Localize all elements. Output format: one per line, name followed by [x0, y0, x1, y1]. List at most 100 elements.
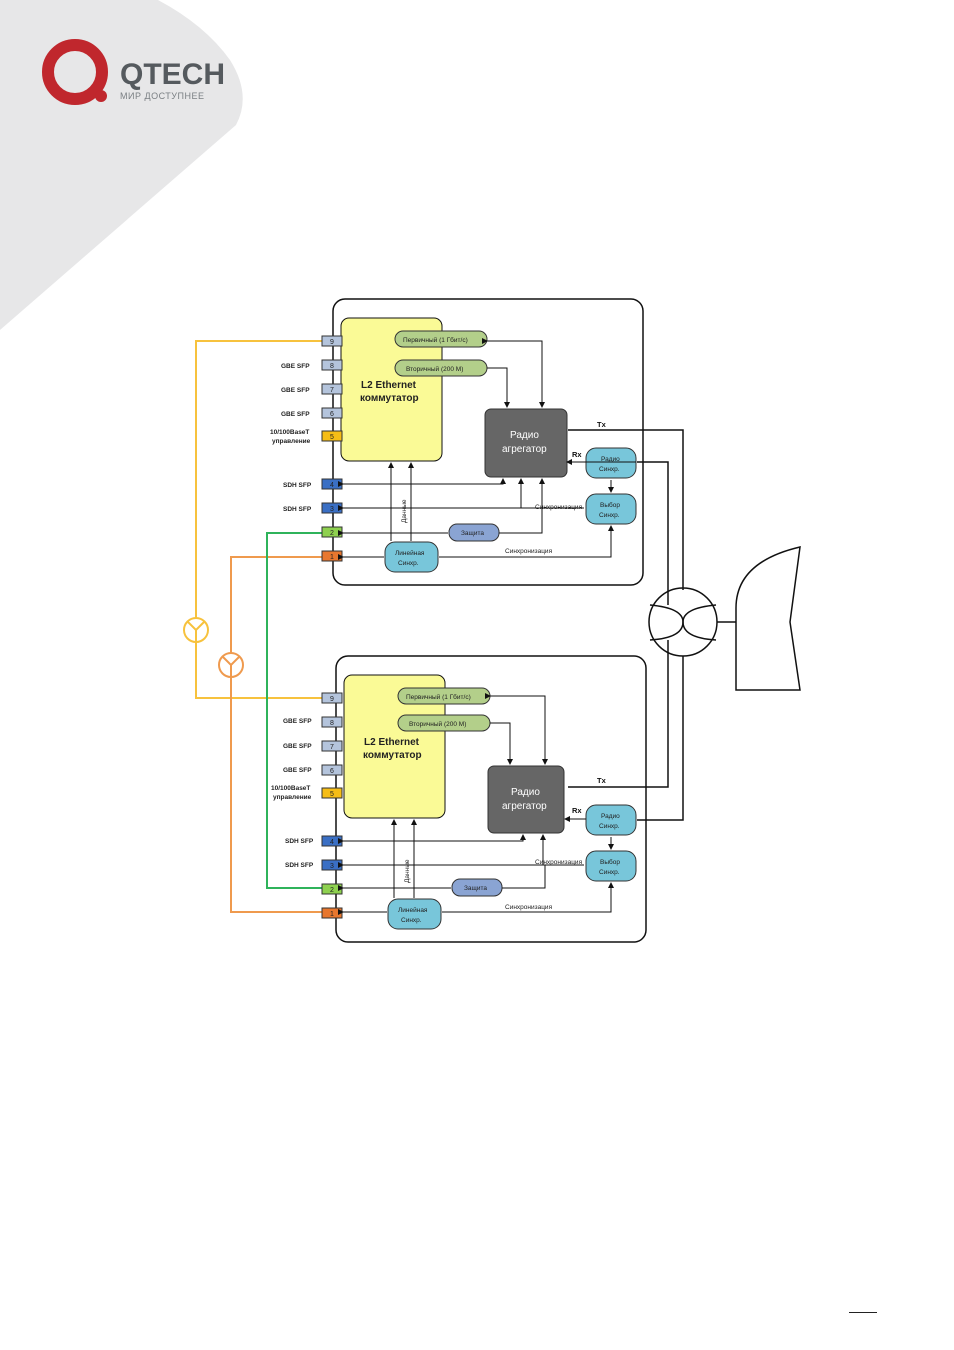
gbe-sfp-label: GBE SFP: [281, 387, 310, 394]
ports: 9 8 7 6 5 4 3 2 1: [321, 692, 343, 919]
primary-label: Первичный (1 Гбит/с): [403, 336, 468, 344]
mgmt-label-2: управление: [273, 794, 312, 801]
port-6: [321, 764, 343, 776]
unit-frame: [335, 655, 647, 943]
radio-sync: [585, 804, 637, 836]
select-sync-label-2: Синхр.: [599, 512, 620, 519]
line-sync-label-2: Синхр.: [401, 917, 422, 924]
aggregator-label-2: агрегатор: [502, 444, 547, 455]
aggregator-label: Радио: [511, 787, 540, 798]
switch-label: L2 Ethernet: [361, 380, 417, 391]
primary-label: Первичный (1 Гбит/с): [406, 693, 471, 701]
port-9: [321, 335, 343, 347]
sync-label: Синхронизация: [535, 859, 583, 866]
antenna-icon: [735, 546, 801, 691]
switch-label-2: коммутатор: [363, 750, 422, 761]
radio-aggregator: [484, 408, 568, 478]
line-sync: [384, 541, 439, 573]
line-sync-label: Линейная: [398, 906, 428, 914]
line-sync-label: Линейная: [395, 549, 425, 557]
port-8: [321, 716, 343, 728]
gbe-sfp-label: GBE SFP: [281, 363, 310, 370]
switch-label-2: коммутатор: [360, 393, 419, 404]
combiner-icon: [648, 587, 736, 657]
page-number-line: [849, 1312, 877, 1313]
port-1-label: 1: [330, 554, 334, 561]
select-sync: [585, 493, 637, 525]
gbe-sfp-label: GBE SFP: [281, 411, 310, 418]
yellow-link: [183, 340, 322, 699]
select-sync-label: Выбор: [600, 501, 620, 509]
orange-link: [218, 556, 322, 913]
green-link: [266, 532, 322, 889]
logo-icon: [42, 39, 108, 105]
port-3-label: 3: [330, 863, 334, 870]
port-9-label: 9: [330, 696, 334, 703]
aggregator-label: Радио: [510, 430, 539, 441]
gbe-sfp-label: GBE SFP: [283, 767, 312, 774]
radio-sync: [585, 447, 637, 479]
gbe-sfp-label: GBE SFP: [283, 743, 312, 750]
ports: 9 8 7 6 5 4 3 2 1: [321, 335, 343, 562]
secondary-label: Вторичный (200 М): [406, 365, 463, 373]
port-9: [321, 692, 343, 704]
mgmt-label-2: управление: [272, 438, 311, 445]
port-7-label: 7: [330, 744, 334, 751]
port-5: [321, 430, 343, 442]
port-6: [321, 407, 343, 419]
port-5: [321, 787, 343, 799]
select-sync: [585, 850, 637, 882]
port-2-label: 2: [330, 887, 334, 894]
port-8-label: 8: [330, 720, 334, 727]
secondary-label: Вторичный (200 М): [409, 720, 466, 728]
logo-brand: QTECH: [120, 58, 225, 91]
port-2-label: 2: [330, 530, 334, 537]
gbe-sfp-label: GBE SFP: [283, 718, 312, 725]
unit-upper: L2 Ethernet коммутатор 9 8 7 6 5 4 3 2 1…: [270, 298, 644, 586]
corner-band: [0, 0, 243, 330]
sync-label: Синхронизация: [505, 548, 553, 555]
data-label: Данные: [404, 859, 411, 883]
sync-label: Синхронизация: [505, 904, 553, 911]
port-4-label: 4: [330, 482, 334, 489]
port-6-label: 6: [330, 411, 334, 418]
unit-lower: L2 Ethernet коммутатор 9 8 7 6 5 4 3 2 1…: [271, 655, 647, 943]
sdh-sfp-label: SDH SFP: [285, 862, 314, 869]
port-7-label: 7: [330, 387, 334, 394]
tx-label: Tx: [597, 420, 607, 429]
select-sync-label-2: Синхр.: [599, 869, 620, 876]
sdh-sfp-label: SDH SFP: [283, 506, 312, 513]
port-5-label: 5: [330, 434, 334, 441]
data-label: Данные: [401, 499, 408, 523]
unit-frame: [332, 298, 644, 586]
switch-label: L2 Ethernet: [364, 737, 420, 748]
rx-label: Rx: [572, 806, 582, 815]
mgmt-label: 10/100BaseT: [270, 429, 309, 436]
port-4-label: 4: [330, 839, 334, 846]
sdh-sfp-label: SDH SFP: [283, 482, 312, 489]
port-1-label: 1: [330, 911, 334, 918]
trunk-lines: [568, 429, 684, 821]
sdh-sfp-label: SDH SFP: [285, 838, 314, 845]
port-8-label: 8: [330, 363, 334, 370]
rx-label: Rx: [572, 450, 582, 459]
l2-switch: [343, 674, 446, 819]
mgmt-label: 10/100BaseT: [271, 785, 310, 792]
port-8: [321, 359, 343, 371]
protection-label: Защита: [464, 885, 487, 892]
port-6-label: 6: [330, 768, 334, 775]
port-3-label: 3: [330, 506, 334, 513]
radio-sync-label-2: Синхр.: [599, 823, 620, 830]
port-5-label: 5: [330, 791, 334, 798]
radio-sync-label: Радио: [601, 813, 620, 820]
lower-arrows: [338, 693, 614, 915]
port-9-label: 9: [330, 339, 334, 346]
upper-arrows: [338, 338, 636, 560]
select-sync-label: Выбор: [600, 858, 620, 866]
radio-aggregator: [487, 765, 565, 834]
port-7: [321, 383, 343, 395]
line-sync: [387, 898, 442, 930]
logo-tagline: МИР ДОСТУПНЕЕ: [120, 91, 205, 101]
